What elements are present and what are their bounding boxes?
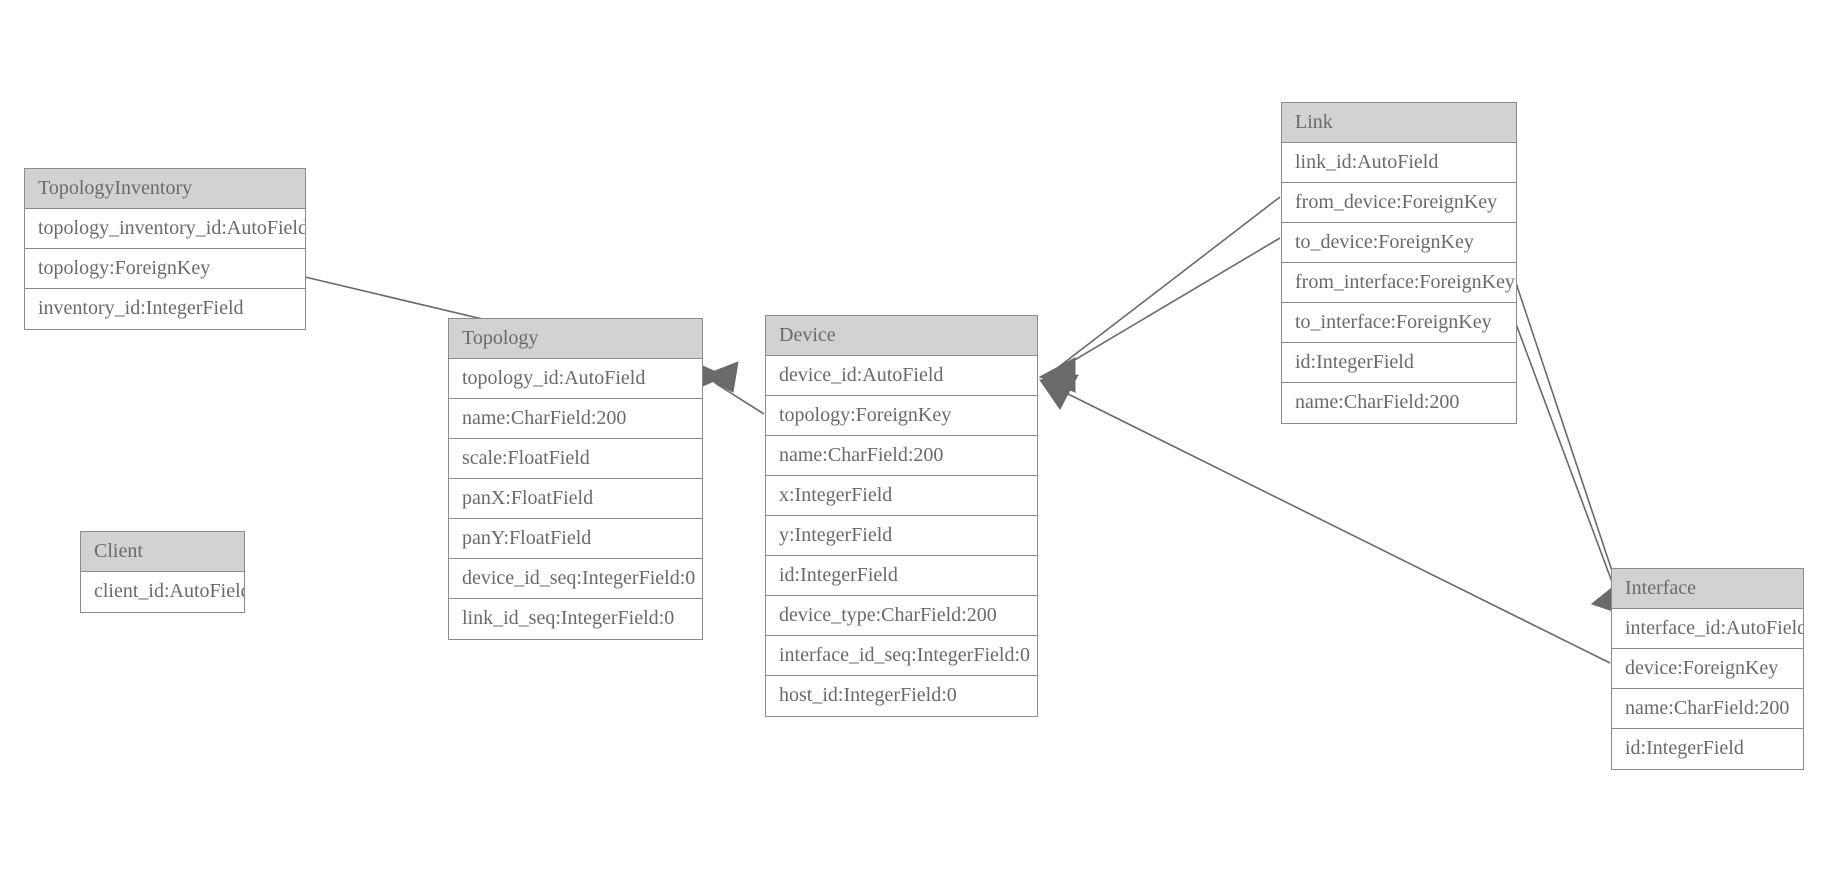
arrowhead-icon bbox=[1039, 374, 1079, 410]
entity-field: topology:ForeignKey bbox=[766, 396, 1037, 436]
entity-field: link_id:AutoField bbox=[1282, 143, 1516, 183]
relationship-line bbox=[1055, 237, 1281, 372]
relationship-line bbox=[1515, 323, 1619, 599]
arrowhead-icon bbox=[1038, 357, 1076, 393]
entity-field: client_id:AutoField bbox=[81, 572, 244, 612]
entity-field: topology:ForeignKey bbox=[25, 249, 305, 289]
entity-field: host_id:IntegerField:0 bbox=[766, 676, 1037, 716]
entity-field: y:IntegerField bbox=[766, 516, 1037, 556]
entity-field: to_interface:ForeignKey bbox=[1282, 303, 1516, 343]
arrowhead-icon bbox=[700, 361, 739, 393]
entity-field: from_device:ForeignKey bbox=[1282, 183, 1516, 223]
entity-field: panY:FloatField bbox=[449, 519, 702, 559]
entity-field: topology_inventory_id:AutoField bbox=[25, 209, 305, 249]
entity-field: scale:FloatField bbox=[449, 439, 702, 479]
entity-field: device_id_seq:IntegerField:0 bbox=[449, 559, 702, 599]
relationship-line bbox=[1057, 388, 1611, 664]
entity-field: id:IntegerField bbox=[1282, 343, 1516, 383]
entity-field: name:CharField:200 bbox=[1612, 689, 1803, 729]
arrowhead-icon bbox=[1038, 357, 1076, 393]
entity-field: inventory_id:IntegerField bbox=[25, 289, 305, 329]
entity-field: name:CharField:200 bbox=[766, 436, 1037, 476]
entity-title-client: Client bbox=[81, 532, 244, 572]
relationship-link-from-device bbox=[1038, 196, 1281, 393]
relationship-line bbox=[1055, 196, 1281, 370]
entity-field: interface_id:AutoField bbox=[1612, 609, 1803, 649]
relationship-device-topology bbox=[700, 361, 765, 415]
entity-field: link_id_seq:IntegerField:0 bbox=[449, 599, 702, 639]
entity-field: device_id:AutoField bbox=[766, 356, 1037, 396]
relationship-link-to-device bbox=[1038, 237, 1281, 393]
entity-field: name:CharField:200 bbox=[449, 399, 702, 439]
entity-title-device: Device bbox=[766, 316, 1037, 356]
relationship-line bbox=[714, 382, 765, 415]
entity-field: id:IntegerField bbox=[1612, 729, 1803, 769]
entity-field: from_interface:ForeignKey bbox=[1282, 263, 1516, 303]
entity-field: id:IntegerField bbox=[766, 556, 1037, 596]
entity-field: panX:FloatField bbox=[449, 479, 702, 519]
entity-field: name:CharField:200 bbox=[1282, 383, 1516, 423]
entity-field: topology_id:AutoField bbox=[449, 359, 702, 399]
entity-title-interface: Interface bbox=[1612, 569, 1803, 609]
entity-field: device_type:CharField:200 bbox=[766, 596, 1037, 636]
entity-title-topology: Topology bbox=[449, 319, 702, 359]
entity-title-topologyinventory: TopologyInventory bbox=[25, 169, 305, 209]
relationship-link-from-interface bbox=[1515, 282, 1626, 616]
entity-field: to_device:ForeignKey bbox=[1282, 223, 1516, 263]
relationship-link-to-interface bbox=[1515, 323, 1626, 616]
entity-field: device:ForeignKey bbox=[1612, 649, 1803, 689]
relationship-line bbox=[1515, 282, 1621, 596]
entity-title-link: Link bbox=[1282, 103, 1516, 143]
entity-field: x:IntegerField bbox=[766, 476, 1037, 516]
entity-field: interface_id_seq:IntegerField:0 bbox=[766, 636, 1037, 676]
